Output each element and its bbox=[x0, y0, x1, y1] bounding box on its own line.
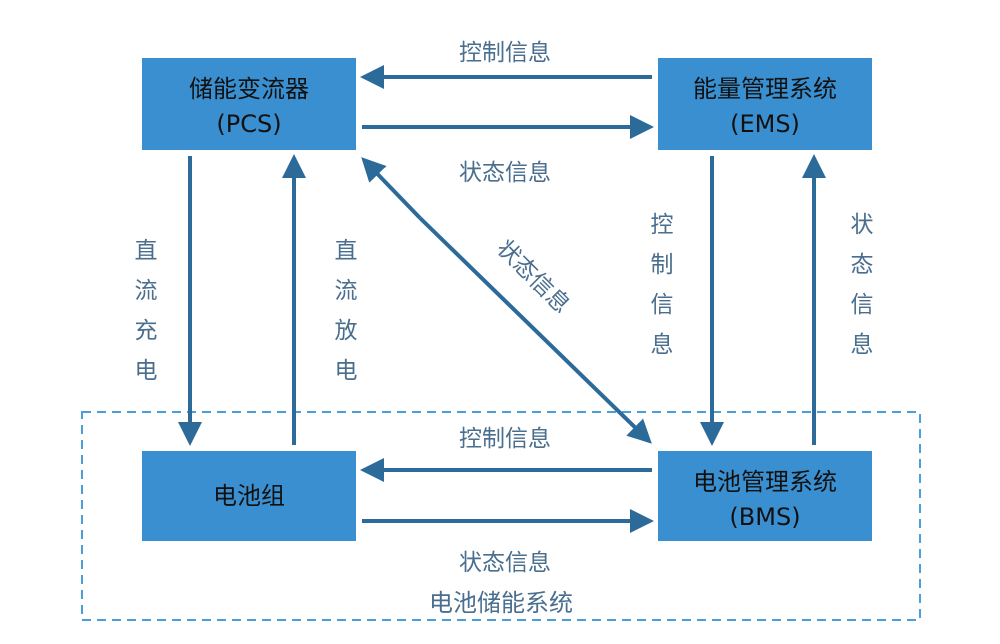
label-char: 状 bbox=[851, 212, 874, 238]
label-char: 电 bbox=[135, 358, 158, 384]
label-char: 直 bbox=[335, 238, 358, 264]
pcs-title: 储能变流器 bbox=[189, 75, 309, 103]
label-char: 息 bbox=[651, 332, 674, 358]
label-bms-to-battery: 控制信息 bbox=[459, 426, 551, 452]
label-pcs-to-ems: 状态信息 bbox=[459, 160, 551, 186]
label-char: 电 bbox=[335, 358, 358, 384]
label-char: 态 bbox=[851, 252, 874, 278]
battery-box bbox=[142, 451, 356, 541]
pcs-subtitle: (PCS) bbox=[216, 110, 281, 138]
label-char: 放 bbox=[335, 318, 358, 344]
label-battery-to-bms: 状态信息 bbox=[459, 550, 551, 576]
battery-storage-system-boundary bbox=[81, 411, 921, 621]
label-battery-to-pcs: 直 流 放 电 bbox=[335, 238, 358, 384]
label-pcs-to-battery: 直 流 充 电 bbox=[135, 238, 158, 384]
label-char: 直 bbox=[135, 238, 158, 264]
label-bms-to-ems: 状 态 信 息 bbox=[851, 212, 874, 358]
label-pcs-bms-diagonal: 状态信息 bbox=[491, 235, 574, 318]
bms-subtitle: (BMS) bbox=[729, 503, 800, 531]
battery-title: 电池组 bbox=[213, 482, 285, 510]
ems-box bbox=[658, 58, 872, 150]
bms-box bbox=[658, 451, 872, 541]
ems-subtitle: (EMS) bbox=[730, 110, 800, 138]
arrow-pcs-bms-diagonal bbox=[418, 216, 652, 444]
label-char: 充 bbox=[135, 318, 158, 344]
battery-storage-system-label: 电池储能系统 bbox=[429, 589, 573, 617]
label-char: 息 bbox=[851, 332, 874, 358]
label-char: 信 bbox=[651, 292, 674, 318]
pcs-box bbox=[142, 58, 356, 150]
bms-title: 电池管理系统 bbox=[693, 468, 837, 496]
label-ems-to-pcs: 控制信息 bbox=[459, 40, 551, 66]
label-char: 控 bbox=[651, 212, 674, 238]
label-char: 流 bbox=[335, 278, 358, 304]
label-char: 信 bbox=[851, 292, 874, 318]
label-char: 制 bbox=[651, 252, 674, 278]
ems-title: 能量管理系统 bbox=[693, 75, 837, 103]
arrow-pcs-bms-diagonal-reverse bbox=[361, 157, 422, 220]
label-ems-to-bms: 控 制 信 息 bbox=[651, 212, 674, 358]
label-char: 流 bbox=[135, 278, 158, 304]
